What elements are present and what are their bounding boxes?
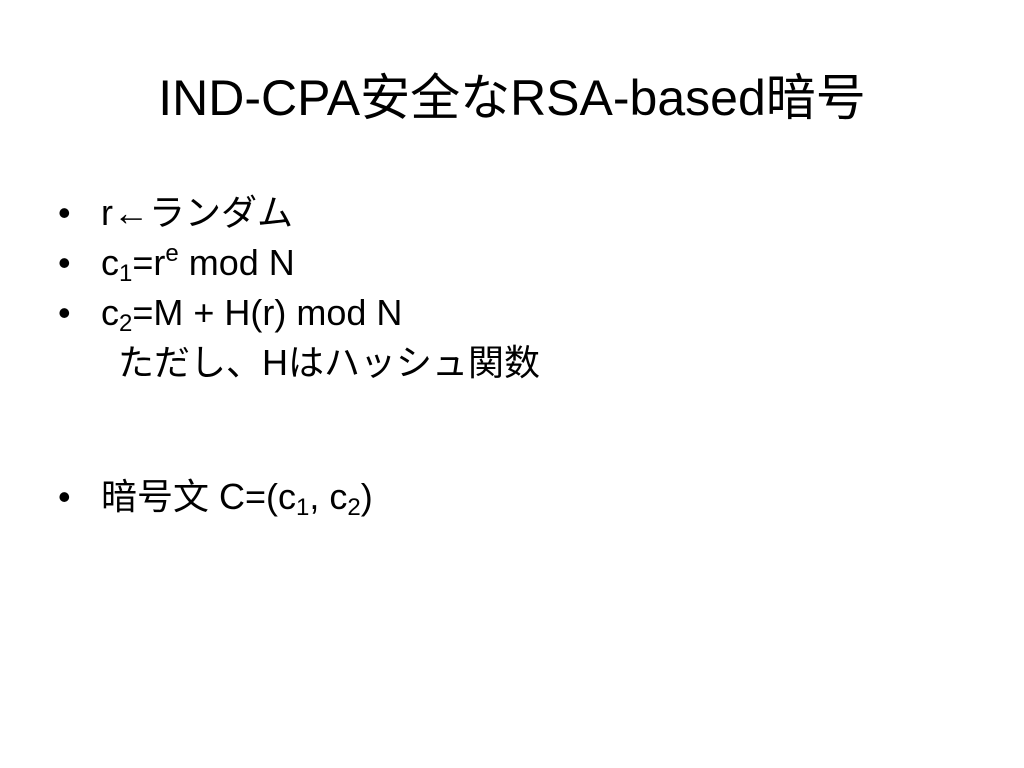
bullet-item-random: • r←ランダム — [58, 190, 958, 240]
c2-base: c — [101, 292, 119, 333]
bullet-dot-icon: • — [58, 476, 71, 517]
slide-title: IND-CPA安全なRSA-based暗号 — [158, 70, 866, 126]
bullet-dot-icon: • — [58, 192, 71, 233]
c1-equals: =r — [132, 242, 166, 283]
c1-tail: mod N — [178, 242, 295, 283]
bullet-text: c1=re mod N — [101, 240, 295, 286]
c1-subscript: 1 — [119, 260, 133, 287]
ct-lead: 暗号文 C=(c — [101, 476, 297, 517]
c1-base: c — [101, 242, 119, 283]
bullet-dot-icon: • — [58, 242, 71, 283]
ct-tail: ) — [360, 476, 373, 517]
c2-tail: =M + H(r) mod N — [132, 292, 403, 333]
ct-subscript-2: 2 — [347, 494, 361, 521]
note-text: ただし、Hはハッシュ関数 — [118, 342, 540, 383]
bullet-item-c1: • c1=re mod N — [58, 240, 958, 290]
c2-subscript: 2 — [119, 310, 133, 337]
bullet-note: ただし、Hはハッシュ関数 — [58, 340, 958, 390]
bullet-item-ciphertext: • 暗号文 C=(c1, c2) — [58, 474, 958, 524]
bullet-text: 暗号文 C=(c1, c2) — [101, 474, 373, 520]
bullet-item-c2: • c2=M + H(r) mod N — [58, 290, 958, 340]
bullet-text: c2=M + H(r) mod N — [101, 290, 402, 336]
c1-exponent: e — [165, 240, 179, 267]
bullet-text: r←ランダム — [101, 192, 293, 233]
bullet-dot-icon: • — [58, 292, 71, 333]
bullet-list: • r←ランダム • c1=re mod N • c2=M + H(r) mod… — [58, 190, 958, 524]
ct-mid: , c — [309, 476, 348, 517]
ct-subscript-1: 1 — [296, 494, 310, 521]
spacer — [58, 390, 958, 474]
